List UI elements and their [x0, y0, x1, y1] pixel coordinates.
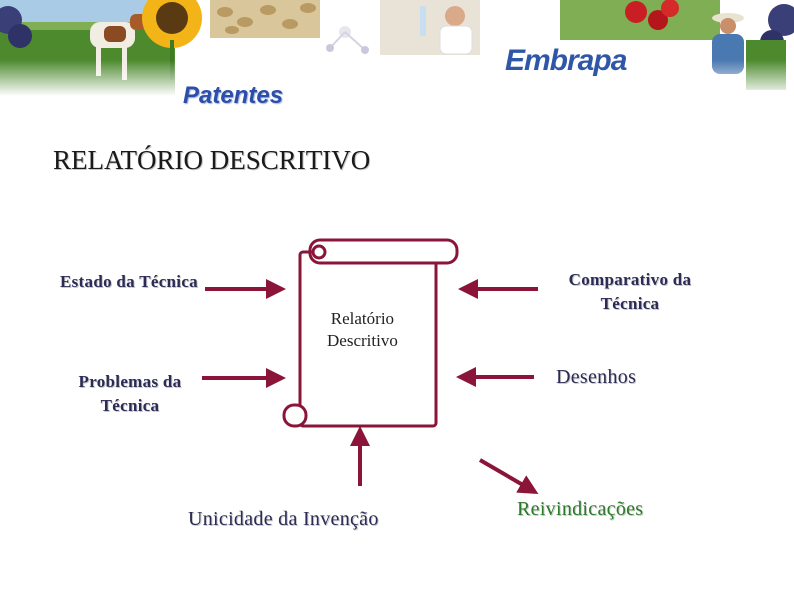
- center-box-line-1: Relatório: [330, 309, 395, 328]
- arrow-reivindicacoes: [478, 458, 539, 495]
- problemas-line-2: Técnica: [100, 396, 160, 415]
- comparativo-line-1: Comparativo da: [568, 270, 692, 289]
- section-title: Patentes: [183, 82, 284, 109]
- comparativo-da-tecnica-label: Comparativo da Técnica: [555, 268, 705, 316]
- header-banner: [0, 0, 794, 96]
- sunflower-icon: [142, 0, 202, 80]
- tomatoes-icon: [625, 0, 679, 30]
- desenhos-label: Desenhos: [556, 366, 637, 388]
- molecule-icon: [326, 26, 369, 54]
- slide-heading: RELATÓRIO DESCRITIVO: [53, 145, 371, 175]
- unicidade-da-invencao-label: Unicidade da Invenção: [188, 508, 379, 530]
- problemas-da-tecnica-label: Problemas da Técnica: [66, 370, 194, 418]
- seeds-icon: [217, 3, 316, 34]
- banner-illustration: [0, 0, 794, 96]
- embrapa-logo: Embrapa: [505, 44, 627, 77]
- comparativo-line-2: Técnica: [600, 294, 660, 313]
- estado-da-tecnica-label: Estado da Técnica: [60, 272, 198, 291]
- center-box-line-2: Descritivo: [327, 331, 398, 350]
- problemas-line-1: Problemas da: [78, 372, 182, 391]
- center-box-label: Relatório Descritivo: [327, 308, 398, 352]
- scientist-icon: [420, 6, 473, 55]
- reivindicacoes-label: Reivindicações: [517, 498, 644, 520]
- scroll-document-icon: [282, 238, 459, 428]
